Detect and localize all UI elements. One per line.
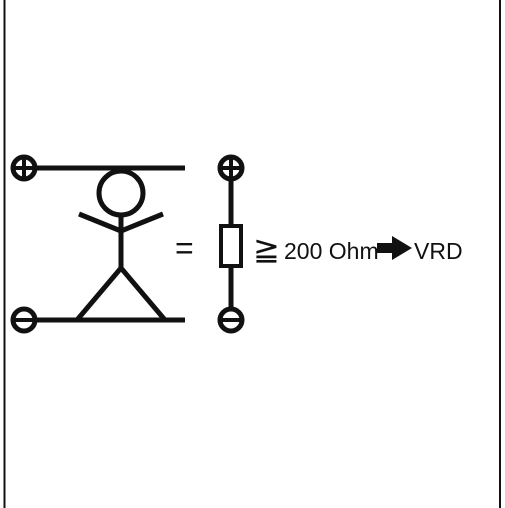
- right-arrow-icon: [377, 236, 412, 260]
- minus-terminal-icon: [217, 306, 245, 334]
- frame-border: [3, 0, 501, 508]
- equals-sign: =: [175, 230, 194, 266]
- plus-terminal-icon: [217, 154, 245, 182]
- vrd-label: VRD: [414, 238, 463, 264]
- stick-figure-icon: [75, 168, 167, 322]
- resistor-icon: [219, 179, 243, 309]
- plus-terminal-icon: [10, 154, 38, 182]
- comparison-symbol: ≧: [253, 231, 280, 267]
- resistance-value: 200 Ohm: [284, 238, 379, 264]
- minus-terminal-icon: [10, 306, 38, 334]
